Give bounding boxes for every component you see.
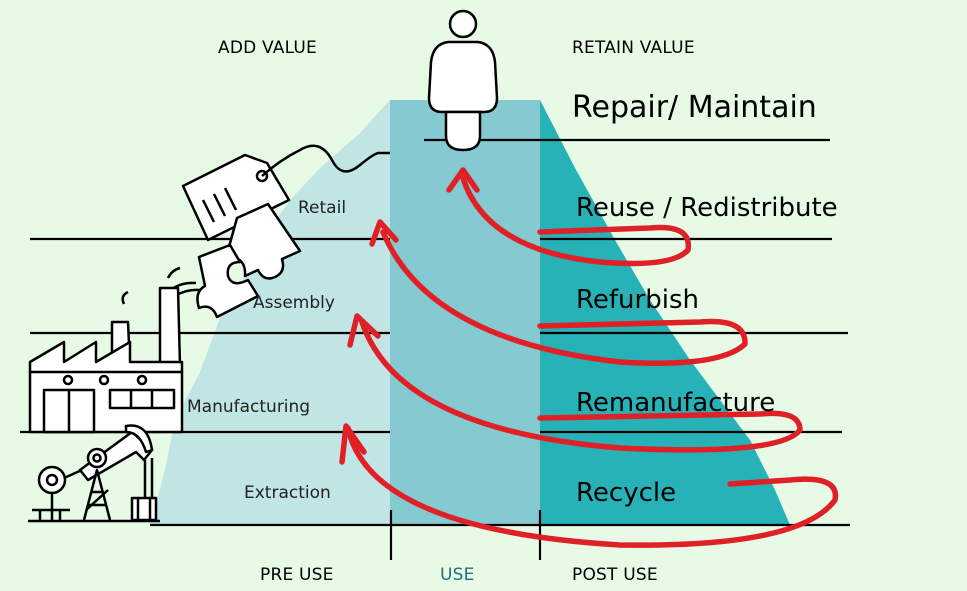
use-area xyxy=(390,100,540,525)
stage-repair-maintain: Repair/ Maintain xyxy=(572,90,817,125)
stage-assembly: Assembly xyxy=(253,293,335,313)
add-value-header: ADD VALUE xyxy=(218,38,317,58)
price-tag-icon xyxy=(181,144,390,242)
reuse-loop-arrow xyxy=(460,175,692,267)
stage-remanufacture: Remanufacture xyxy=(576,388,776,418)
stage-recycle: Recycle xyxy=(576,478,677,508)
pre-use-area xyxy=(150,100,390,525)
post-use-label: POST USE xyxy=(572,565,658,585)
reuse-arrowhead xyxy=(446,167,480,193)
stage-extraction: Extraction xyxy=(244,483,331,503)
remanufacture-loop-arrow xyxy=(359,319,803,453)
remanufacture-arrowhead xyxy=(347,313,381,348)
stage-retail: Retail xyxy=(298,198,347,218)
person-icon xyxy=(427,9,499,152)
recycle-loop-arrow xyxy=(345,425,839,548)
refurbish-arrowhead xyxy=(369,219,399,247)
factory-icon xyxy=(28,266,184,434)
oil-pump-icon xyxy=(28,424,160,523)
retain-value-header: RETAIN VALUE xyxy=(572,38,695,58)
recycle-arrowhead xyxy=(339,423,367,465)
stage-refurbish: Refurbish xyxy=(576,285,699,315)
puzzle-pieces-icon xyxy=(171,202,302,319)
use-label: USE xyxy=(440,565,475,585)
pre-use-label: PRE USE xyxy=(260,565,334,585)
stage-manufacturing: Manufacturing xyxy=(187,397,311,417)
stage-reuse-redistribute: Reuse / Redistribute xyxy=(576,193,838,223)
loop-arrows xyxy=(339,167,839,548)
refurbish-loop-arrow xyxy=(380,229,748,366)
